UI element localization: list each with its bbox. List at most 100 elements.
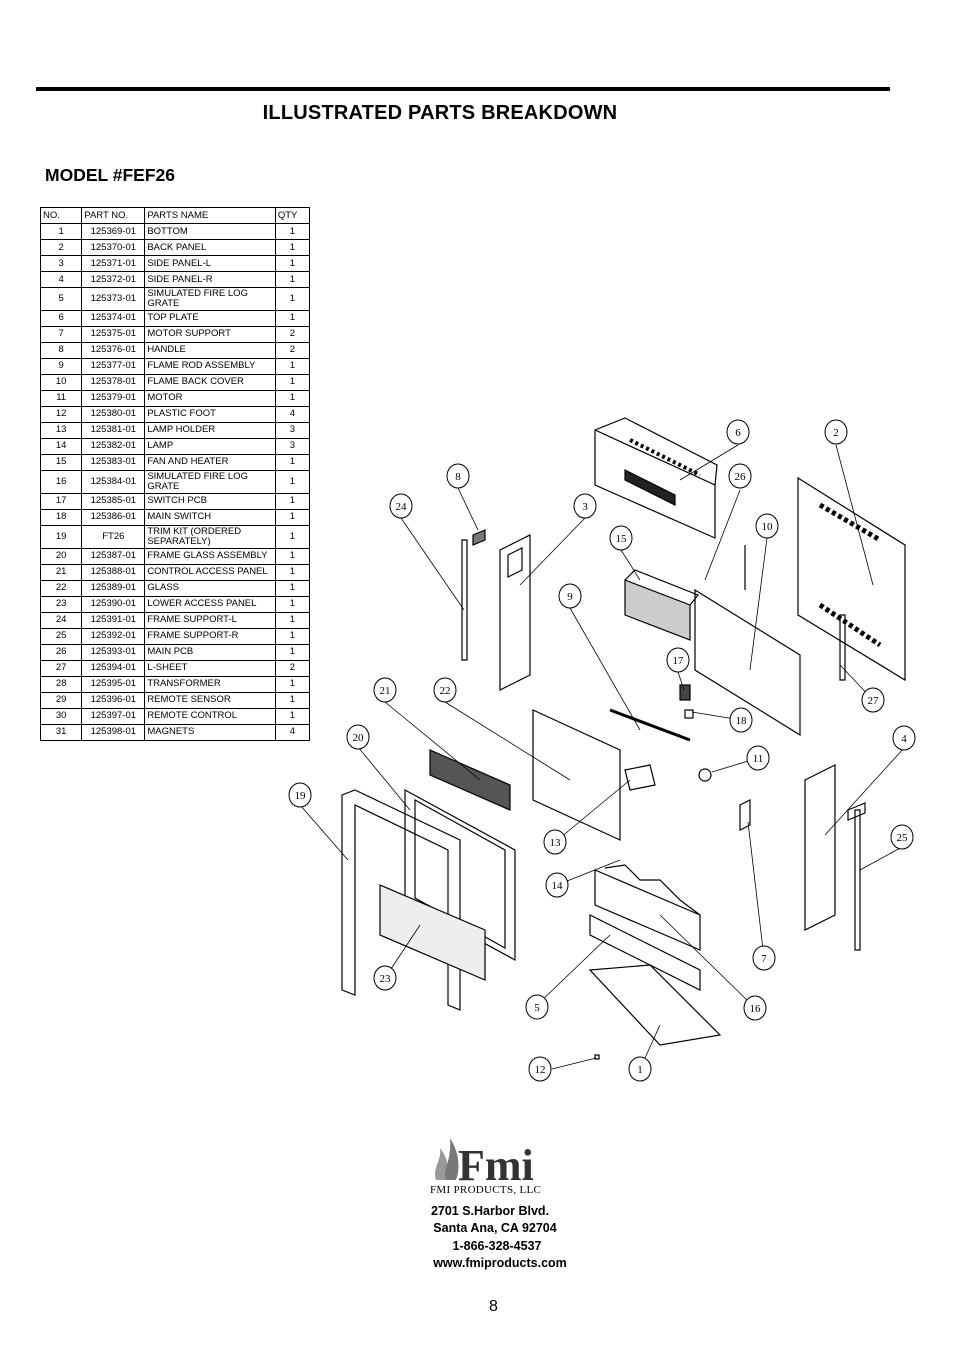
row-parts-name: MAIN SWITCH: [144, 508, 276, 526]
row-part-no: 125388-01: [81, 563, 146, 581]
row-parts-name: HANDLE: [144, 341, 276, 359]
callout-circle: [890, 824, 914, 850]
row-no: 11: [39, 389, 83, 407]
row-qty: 1: [274, 373, 311, 391]
callout-circle: [288, 782, 312, 808]
row-part-no: 125377-01: [81, 357, 146, 375]
row-parts-name: SWITCH PCB: [144, 492, 276, 510]
row-qty: 1: [274, 239, 311, 256]
callout-label: 8: [455, 471, 461, 483]
callout-circle: [525, 994, 549, 1020]
row-qty: 1: [274, 389, 311, 407]
row-part-no: 125395-01: [81, 675, 146, 693]
part-glass: [532, 709, 621, 841]
callout-label: 7: [761, 953, 767, 965]
flame-icon: [435, 1148, 448, 1180]
row-part-no: 125378-01: [81, 373, 146, 391]
callout-circle: [558, 583, 582, 609]
row-parts-name: FRAME SUPPORT-L: [144, 611, 276, 629]
row-no: 12: [39, 405, 83, 423]
row-no: 16: [39, 469, 83, 494]
row-no: 19: [39, 524, 83, 549]
row-qty: 1: [274, 469, 311, 494]
header-no: NO.: [39, 207, 83, 224]
callout-circle: [433, 677, 457, 703]
row-no: 28: [39, 675, 83, 693]
row-part-no: 125397-01: [81, 707, 146, 725]
row-part-no: 125382-01: [81, 437, 146, 455]
row-qty: 1: [274, 357, 311, 375]
row-parts-name: LAMP: [144, 437, 276, 455]
row-no: 26: [39, 643, 83, 661]
callout-label: 9: [567, 591, 573, 603]
company-name: FMI PRODUCTS, LLC: [430, 1184, 542, 1196]
row-part-no: 125392-01: [81, 627, 146, 645]
row-qty: 1: [274, 309, 311, 327]
callout-label: 26: [735, 471, 747, 483]
row-part-no: 125394-01: [81, 659, 146, 677]
row-parts-name: FRAME GLASS ASSEMBLY: [144, 547, 276, 565]
row-no: 25: [39, 627, 83, 645]
row-part-no: 125380-01: [81, 405, 146, 423]
part-fan-heater: [624, 579, 691, 641]
row-qty: 1: [274, 287, 311, 311]
address-line-1: 2701 S.Harbor Blvd.: [430, 1204, 550, 1218]
part-side-panel-right: [804, 764, 836, 931]
row-qty: 1: [274, 453, 311, 471]
callout-label: 15: [616, 533, 628, 545]
row-part-no: 125375-01: [81, 325, 146, 343]
callout-circle: [746, 745, 770, 771]
part-side-panel-left: [499, 534, 531, 691]
header-qty: QTY: [274, 207, 311, 224]
row-parts-name: L-SHEET: [144, 659, 276, 677]
row-part-no: 125390-01: [81, 595, 146, 613]
row-part-no: 125376-01: [81, 341, 146, 359]
callout-circle: [861, 687, 885, 713]
row-parts-name: TRANSFORMER: [144, 675, 276, 693]
row-part-no: 125387-01: [81, 547, 146, 565]
page-title: ILLUSTRATED PARTS BREAKDOWN: [262, 102, 618, 124]
row-no: 3: [39, 255, 83, 272]
callout-label: 27: [868, 695, 880, 707]
callout-label: 4: [901, 733, 907, 745]
callout-circle: [389, 493, 413, 519]
row-parts-name: SIMULATED FIRE LOG GRATE: [144, 287, 276, 311]
callout-circle: [892, 725, 916, 751]
row-part-no: 125396-01: [81, 691, 146, 709]
row-part-no: 125393-01: [81, 643, 146, 661]
page-number: 8: [489, 1298, 498, 1315]
row-parts-name: FRAME SUPPORT-R: [144, 627, 276, 645]
part-flame-back-cover: [694, 588, 801, 737]
callout-circle: [373, 965, 397, 991]
part-bottom: [588, 964, 722, 1046]
row-qty: 1: [274, 707, 311, 725]
row-part-no: 125369-01: [81, 223, 146, 240]
row-part-no: 125386-01: [81, 508, 146, 526]
callout-label: 25: [897, 832, 909, 844]
part-back-panel: [797, 476, 906, 682]
callout-circle: [543, 829, 567, 855]
callout-circle: [346, 724, 370, 750]
callout-label: 3: [582, 501, 588, 513]
row-no: 4: [39, 271, 83, 288]
callout-label: 11: [753, 753, 764, 765]
callout-label: 6: [735, 427, 741, 439]
row-parts-name: MAIN PCB: [144, 643, 276, 661]
